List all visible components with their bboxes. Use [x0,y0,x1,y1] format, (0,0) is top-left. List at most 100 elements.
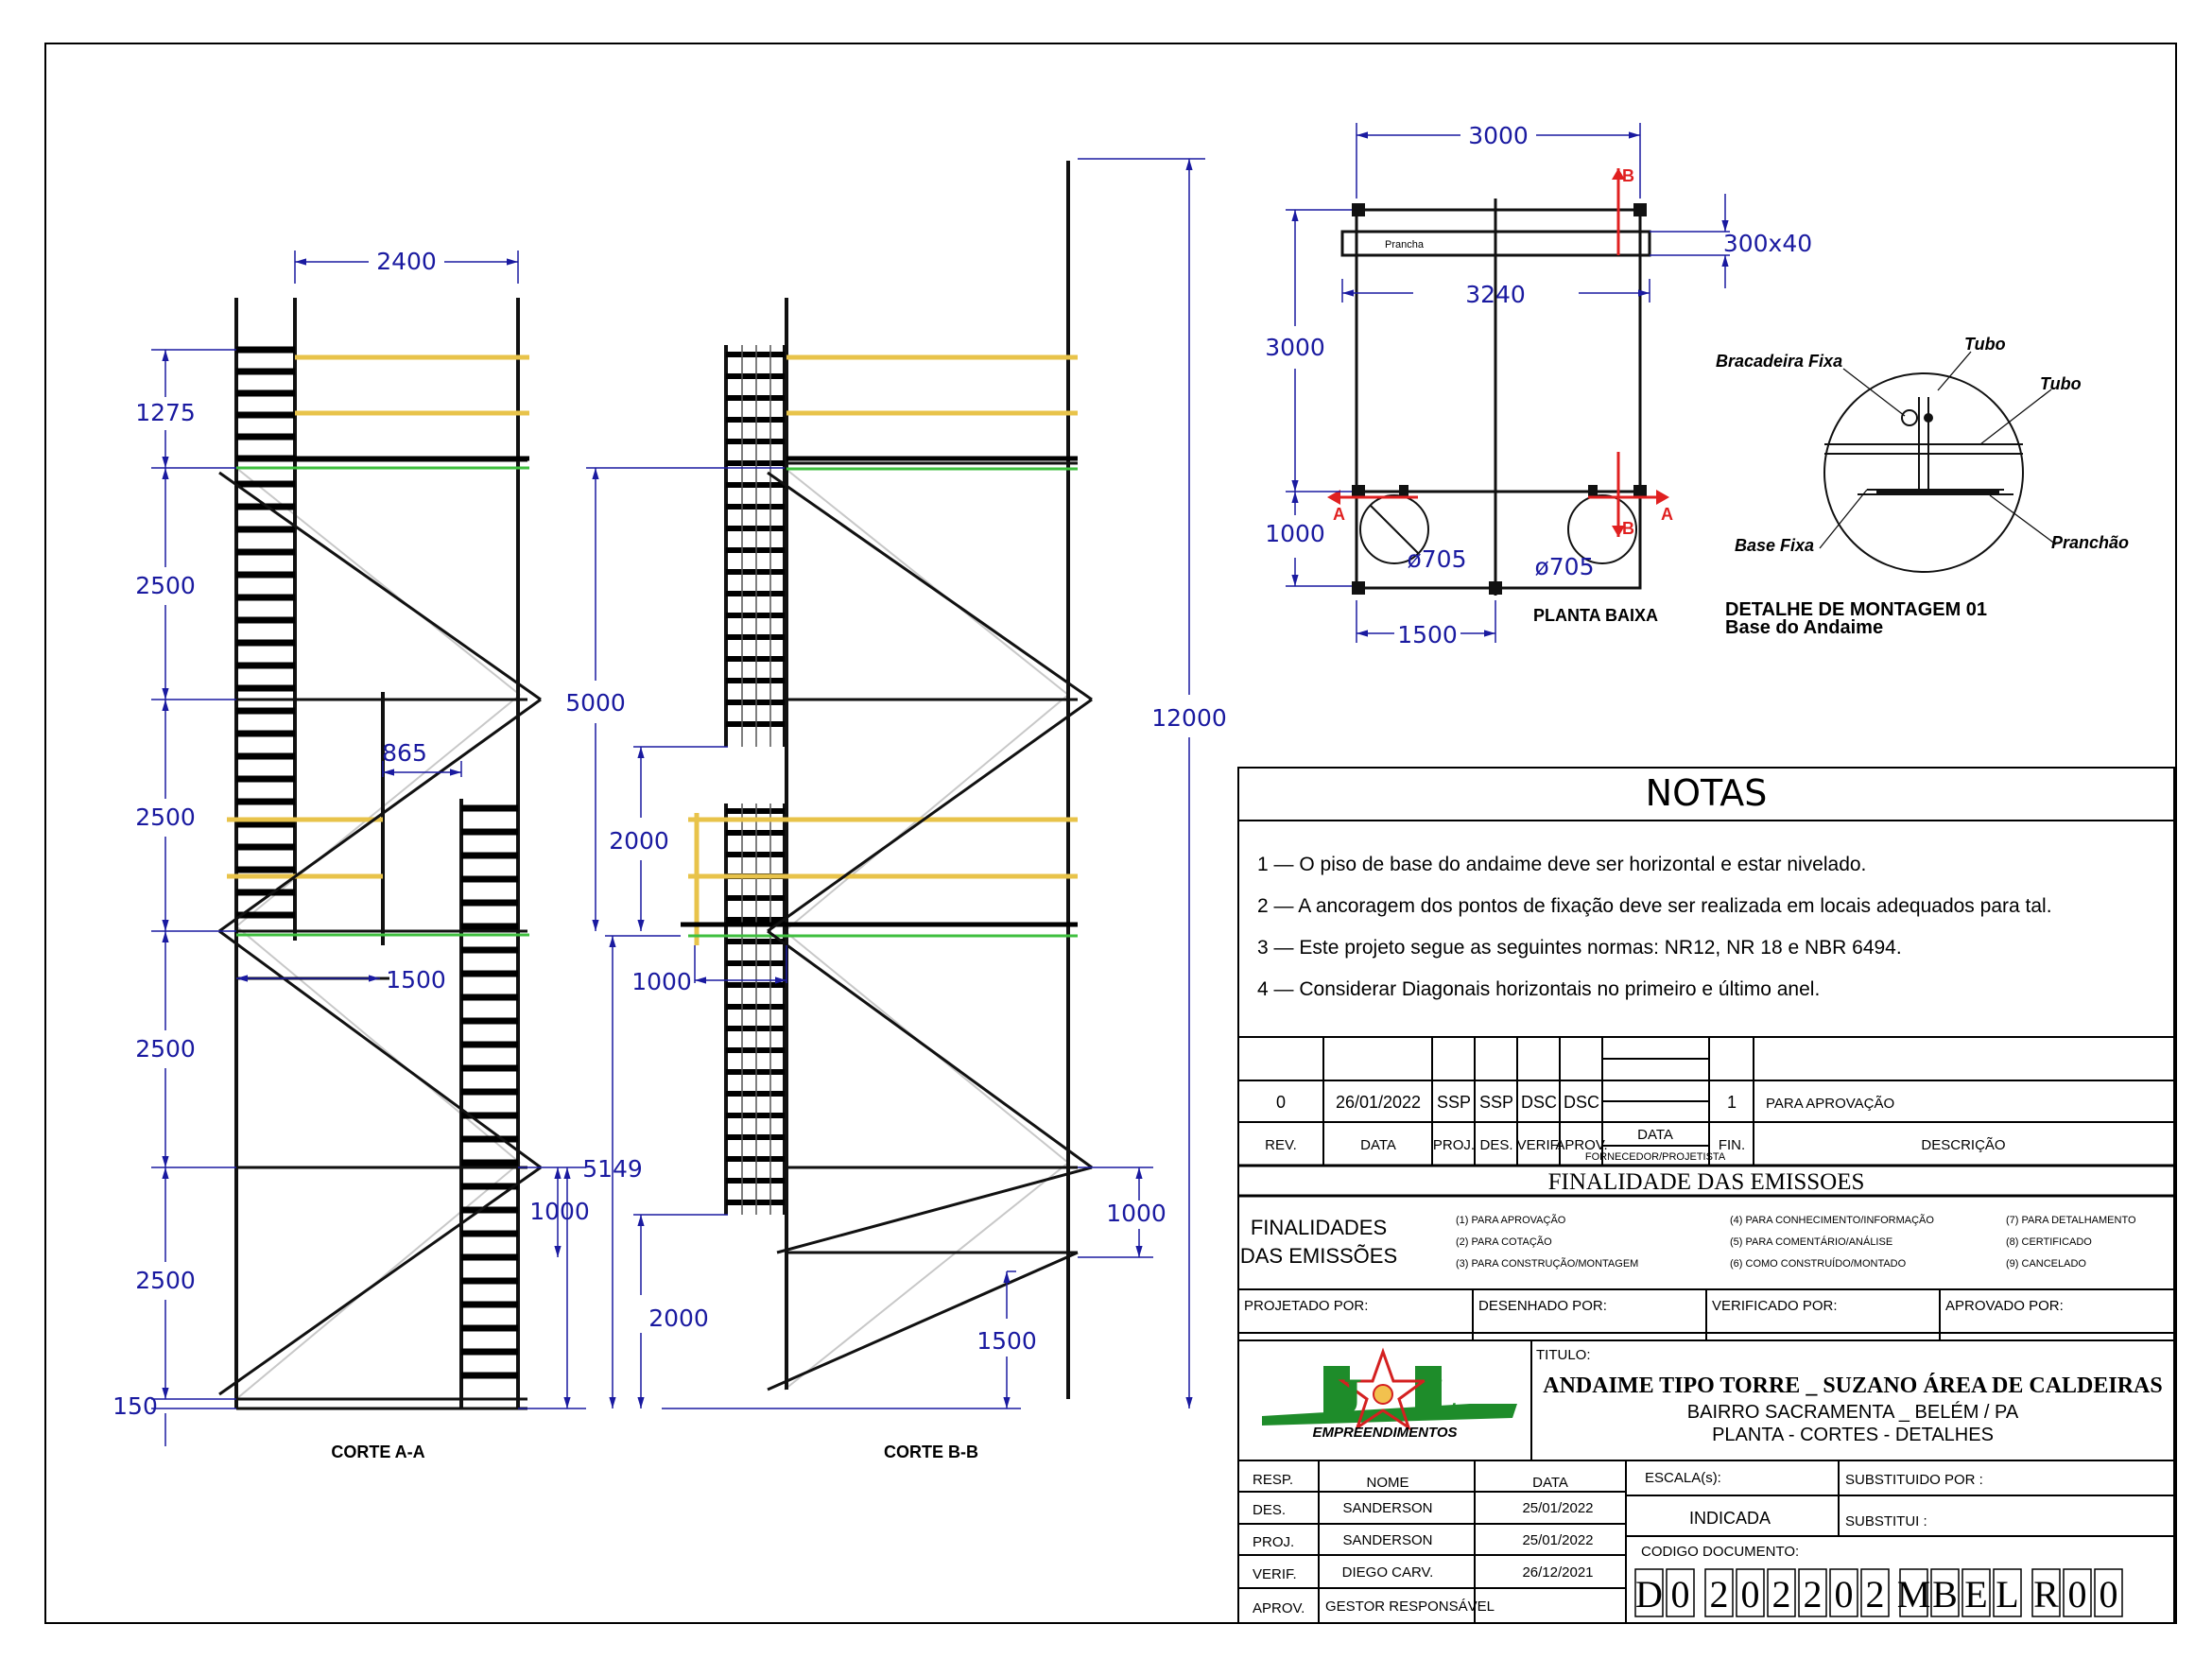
dim-2400: 2400 [376,248,437,275]
finalidade-opt-9: (9) CANCELADO [2006,1258,2086,1270]
hdr-resp: RESP. [1253,1472,1293,1488]
hdr-data: DATA [1360,1137,1396,1153]
code-box [2031,1568,2061,1617]
code-box [1899,1568,1928,1617]
dim-3240: 3240 [1465,281,1526,308]
finalidade-opt-2: (2) PARA COTAÇÃO [1456,1236,1552,1248]
substitui-label: SUBSTITUI : [1845,1513,1927,1529]
aprovado-por: APROVADO POR: [1945,1298,2064,1314]
code-char: 0 [1741,1573,1760,1616]
hdr-data2: DATA [1637,1127,1673,1143]
hdr-fin: FIN. [1719,1137,1745,1153]
resp-3: VERIF. [1253,1566,1297,1582]
finalidade-opt-5: (5) PARA COMENTÁRIO/ANÁLISE [1730,1236,1892,1248]
code-box [1860,1568,1890,1617]
code-box [1961,1568,1991,1617]
corte-a-view: 2400 1275 2500 2500 2500 2500 150 865 15… [112,248,643,1461]
ladder-a-left [236,346,295,919]
rev-descricao: PARA APROVAÇÃO [1766,1096,1894,1112]
rev-fin: 1 [1727,1093,1737,1112]
resp-4: APROV. [1253,1600,1305,1616]
dim-5000: 5000 [565,689,626,717]
dim-2500-1: 2500 [135,572,196,599]
dim-12000: 12000 [1151,704,1227,732]
rev-des: SSP [1479,1093,1513,1112]
drawing-title: ANDAIME TIPO TORRE _ SUZANO ÁREA DE CALD… [1543,1374,2162,1398]
dim-1275: 1275 [135,399,196,426]
resp-1: DES. [1253,1502,1286,1518]
code-box [2063,1568,2092,1617]
code-box [1704,1568,1734,1617]
note-1: 1 — O piso de base do andaime deve ser h… [1257,854,1866,875]
hdr-verif: VERIF. [1517,1137,1562,1153]
company-logo: J L EMPREENDIMENTOS [1262,1347,1517,1441]
hdr-des: DES. [1479,1137,1512,1153]
hdr-proj: PROJ. [1433,1137,1475,1153]
dim-2500-2: 2500 [135,804,196,831]
label-base-fixa: Base Fixa [1735,536,1814,555]
detalhe-montagem: Bracadeira Fixa Tubo Tubo Base Fixa Pran… [1716,335,2129,638]
note-2: 2 — A ancoragem dos pontos de fixação de… [1257,895,2052,917]
dim-300x40: 300x40 [1723,230,1812,257]
dim-1000-b-right: 1000 [1106,1200,1166,1227]
finalidade-opt-6: (6) COMO CONSTRUÍDO/MONTADO [1730,1257,1907,1270]
codigo-label: CODIGO DOCUMENTO: [1641,1544,1799,1560]
verificado-por: VERIFICADO POR: [1712,1298,1838,1314]
label-tubo-1: Tubo [1964,335,2006,354]
code-char: 2 [1866,1573,1885,1616]
title-line-2: BAIRRO SACRAMENTA _ BELÉM / PA [1687,1401,2019,1423]
dim-2000-b2: 2000 [648,1305,709,1332]
code-box [1634,1568,1664,1617]
label-bracadeira: Bracadeira Fixa [1716,352,1842,371]
titulo-label: TITULO: [1536,1347,1591,1363]
note-3: 3 — Este projeto segue as seguintes norm… [1257,937,1902,959]
code-box [1736,1568,1765,1617]
section-mark-b-bottom: B [1622,519,1634,538]
corte-b-title: CORTE B-B [884,1443,978,1461]
label-tubo-2: Tubo [2040,374,2082,393]
finalidade-opt-8: (8) CERTIFICADO [2006,1236,2092,1248]
hdr-data-resp: DATA [1532,1475,1568,1491]
hdr-nome: NOME [1367,1475,1409,1491]
finalidade-opt-7: (7) PARA DETALHAMENTO [2006,1215,2136,1226]
rev-proj: SSP [1437,1093,1471,1112]
corte-a-title: CORTE A-A [331,1443,424,1461]
escala-label: ESCALA(s): [1645,1470,1721,1486]
code-box [2094,1568,2123,1617]
dim-1000-a: 1000 [529,1198,590,1225]
planta-baixa-view: A A B B Prancha 3000 300x4 [1265,122,1812,648]
nome-2: SANDERSON [1342,1532,1432,1548]
code-char: 0 [1835,1573,1854,1616]
dim-705-right: ø705 [1534,553,1594,580]
projetado-por: PROJETADO POR: [1244,1298,1368,1314]
nome-4: GESTOR RESPONSÁVEL [1325,1599,1495,1615]
dim-2500-3: 2500 [135,1035,196,1063]
code-char: 2 [1772,1573,1791,1616]
code-char: D [1635,1573,1663,1616]
hdr-fornecedor: FORNECEDOR/PROJETISTA [1585,1151,1726,1163]
code-char: 2 [1710,1573,1729,1616]
resp-2: PROJ. [1253,1534,1294,1550]
code-box [1993,1568,2022,1617]
data-1: 25/01/2022 [1522,1500,1593,1516]
note-4: 4 — Considerar Diagonais horizontais no … [1257,978,1820,1000]
dim-1000-b: 1000 [631,968,692,995]
detalhe-subtitle: Base do Andaime [1725,617,1883,638]
finalidade-label-1: FINALIDADES [1251,1216,1387,1239]
dim-3000-height: 3000 [1265,334,1325,361]
code-box [1798,1568,1827,1617]
code-char: 2 [1804,1573,1823,1616]
desenhado-por: DESENHADO POR: [1478,1298,1607,1314]
guardrail-a [227,354,529,879]
label-pranchao: Pranchão [2051,533,2129,552]
finalidade-header: FINALIDADE DAS EMISSOES [1548,1169,1865,1195]
finalidade-label-2: DAS EMISSÕES [1240,1244,1397,1268]
code-box [1829,1568,1858,1617]
rev-verif: DSC [1521,1093,1557,1112]
logo-l: L [1424,1368,1458,1425]
data-2: 25/01/2022 [1522,1532,1593,1548]
code-char: L [1996,1573,2018,1616]
data-3: 26/12/2021 [1522,1564,1593,1581]
rev-aprov: DSC [1564,1093,1599,1112]
